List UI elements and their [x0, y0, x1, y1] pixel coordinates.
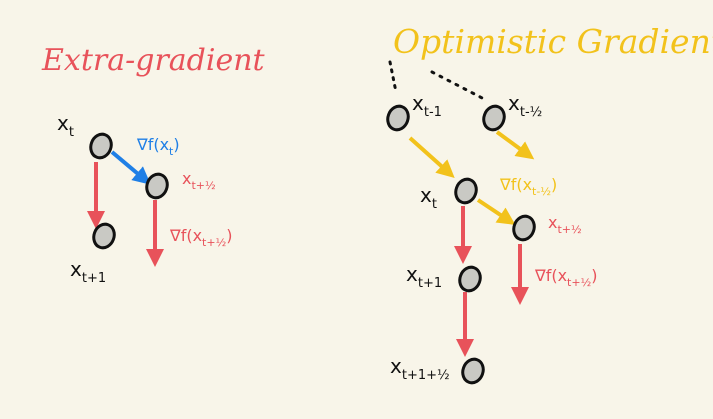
node-xt-half — [512, 214, 536, 242]
label-grad-xt-minus-half: ∇f(xt-½) — [499, 175, 557, 198]
label-xt-minus1: xt-1 — [412, 91, 442, 120]
label-xt1-half: xt+1+½ — [390, 354, 450, 383]
arrow-xt-to-xthalf — [476, 198, 516, 225]
node-xt-minus1 — [386, 104, 410, 132]
label-xt1: xt+1 — [70, 257, 106, 286]
label-xt-minus-half: xt-½ — [508, 91, 542, 120]
label-xt-half: xt+½ — [182, 169, 216, 192]
label-xt: xt — [57, 111, 74, 140]
node-xt-minus-half — [482, 104, 506, 132]
label-xt1: xt+1 — [406, 262, 442, 291]
label-grad-xt-half: ∇f(xt+½) — [534, 266, 598, 289]
node-xt-half — [145, 172, 169, 200]
arrow-xtm1-to-xt — [408, 136, 455, 179]
label-grad-xt: ∇f(xt) — [136, 135, 180, 158]
arrow-xtmhalf-grad — [495, 130, 535, 160]
title-extra-gradient: Extra-gradient — [41, 43, 266, 78]
node-xt — [454, 177, 478, 205]
node-xt1 — [458, 265, 482, 293]
label-xt-half: xt+½ — [548, 213, 582, 236]
dotted-line-right — [430, 70, 488, 102]
node-xt — [89, 132, 113, 160]
dotted-line-left — [388, 60, 398, 94]
label-grad-xt-half: ∇f(xt+½) — [169, 226, 233, 249]
label-xt: xt — [420, 183, 437, 212]
node-xt1-half — [461, 357, 485, 385]
arrow-xt-to-xthalf — [110, 150, 151, 185]
node-xt1 — [92, 222, 116, 250]
title-optimistic-gradient: Optimistic Gradient — [393, 22, 713, 61]
